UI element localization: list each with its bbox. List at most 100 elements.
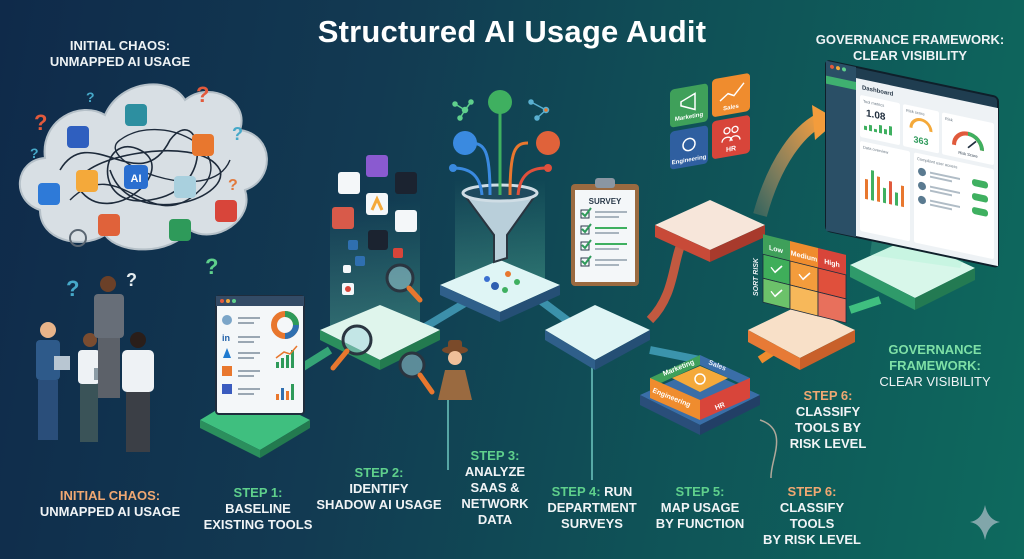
risk-level-low: Low [769,244,783,255]
metric-card [942,112,994,165]
caption-line: SAAS & [470,480,520,495]
network-graph-icon [452,99,474,121]
face-hr [700,378,750,420]
side-caption-step6: STEP 6: CLASSIFY TOOLS BY RISK LEVEL [778,388,878,452]
governance-header: GOVERNANCE FRAMEWORK: CLEAR VISIBILITY [800,32,1020,64]
risk-header-low [763,234,790,261]
caption-step: STEP 3: [470,448,520,463]
face-hr-label: HR [714,402,726,412]
caption-line: NETWORK [461,496,529,511]
question-mark: ? [232,124,243,144]
user-list [918,167,988,217]
caption-line: CLASSIFY TOOLS [779,500,845,531]
metric1-value: 1.08 [866,108,886,123]
caption-line: TOOLS BY [794,420,862,435]
metric1-label: Tool metrics [863,98,884,107]
caption-step4: STEP 4: RUN DEPARTMENT SURVEYS [542,484,642,532]
tile-hr-label: HR [726,145,736,154]
governance-platform: Dashboard Tool metrics 1.08 Risk score 3… [825,60,999,310]
checklist [580,207,627,267]
ai-icon-label: AI [131,173,142,185]
dashboard-window: Dashboard Tool metrics 1.08 Risk score 3… [825,60,999,268]
caption-step1: STEP 1: BASELINE EXISTING TOOLS [198,485,318,533]
tile-engineering [670,125,708,170]
person [94,276,124,398]
database-node [453,131,477,155]
check-icon [770,265,783,274]
app-icon-a [125,104,147,126]
caption-step: STEP 1: [233,485,283,500]
openai-node [488,90,512,114]
caption-step: INITIAL CHAOS: [59,488,161,503]
step5-function-map: Marketing Sales Engineering HR [640,355,760,435]
chat-icon [174,176,196,198]
face-sales [700,355,750,388]
app-icon-gradient [332,207,354,229]
gauge-icon [909,118,933,133]
step4-survey: SURVEY [545,178,650,370]
gear-icon [682,137,696,152]
caption-line: ANALYZE [464,464,526,479]
caption-line: UNMAPPED AI USAGE [39,504,181,519]
network-graph-icon [528,99,550,121]
metric-card [903,104,939,154]
metric2-label: Risk score [906,108,925,117]
risk-matrix: Low Medium High SORT RISK [748,234,855,370]
sort-risk-label: SORT RISK [753,257,760,296]
detective-figure [438,340,472,400]
openai-icon-green [169,219,191,241]
caption-step: STEP 2: [354,465,404,480]
dashboard-bar-chart [865,170,904,208]
chaos-cloud: AI [18,83,268,251]
question-mark: ? [30,145,39,161]
chart-label: Data overview [863,144,888,154]
caption-line: FRAMEWORK: [889,358,981,373]
linkedin-icon: in [222,333,230,343]
growth-chart-icon [719,82,745,102]
caption-step: STEP 5: [675,484,725,499]
person [122,332,154,452]
question-mark: ? [66,276,79,301]
people-group [36,276,154,452]
caption-line: DEPARTMENT [547,500,637,515]
network-node [536,131,560,155]
progress-arrow [753,113,824,217]
tile-marketing-label: Marketing [675,112,704,123]
app-icon-graph [368,230,388,250]
dashboard-sidebar [826,60,856,237]
risk-cell [817,291,847,324]
metric2-value: 363 [913,134,928,147]
brain-icon [215,200,237,222]
tile-marketing [670,83,708,128]
app-icon-s [38,183,60,205]
openai-icon-purple [366,155,388,177]
caption-line: IDENTIFY [349,481,409,496]
app-icon-white [338,172,360,194]
gear-icon [694,373,706,385]
magnifier-icon [385,263,415,293]
person [36,322,70,440]
tile-hr [712,115,750,159]
caption-step6: STEP 6: CLASSIFY TOOLS BY RISK LEVEL [756,484,868,548]
caption-step5: STEP 5: MAP USAGE BY FUNCTION [650,484,750,532]
step3-funnel [440,90,560,322]
copilot-icon [395,210,417,232]
header-line: CLEAR VISIBILITY [852,48,968,63]
caption-line: MAP USAGE [660,500,740,515]
caption-step-suffix: RUN [600,484,633,499]
lightbulb-icon [76,170,98,192]
risk-level-high: High [824,258,840,270]
question-mark: ? [86,89,95,105]
caption-line: DATA [477,512,513,527]
check-icon [798,272,811,281]
initial-chaos-header: INITIAL CHAOS: UNMAPPED AI USAGE [40,38,200,70]
question-marks: ? ? ? ? ? ? ? ? ? [30,82,243,301]
caption-line: CLASSIFY [795,404,861,419]
caption-step: STEP 4: [551,484,601,499]
caption-line: BY RISK LEVEL [762,532,861,547]
sparkle-icon [970,505,1000,540]
side-caption-governance: GOVERNANCE FRAMEWORK: CLEAR VISIBILITY [870,342,1000,390]
magnifier-icon [398,351,426,379]
caption-initial-chaos: INITIAL CHAOS: UNMAPPED AI USAGE [30,488,190,520]
